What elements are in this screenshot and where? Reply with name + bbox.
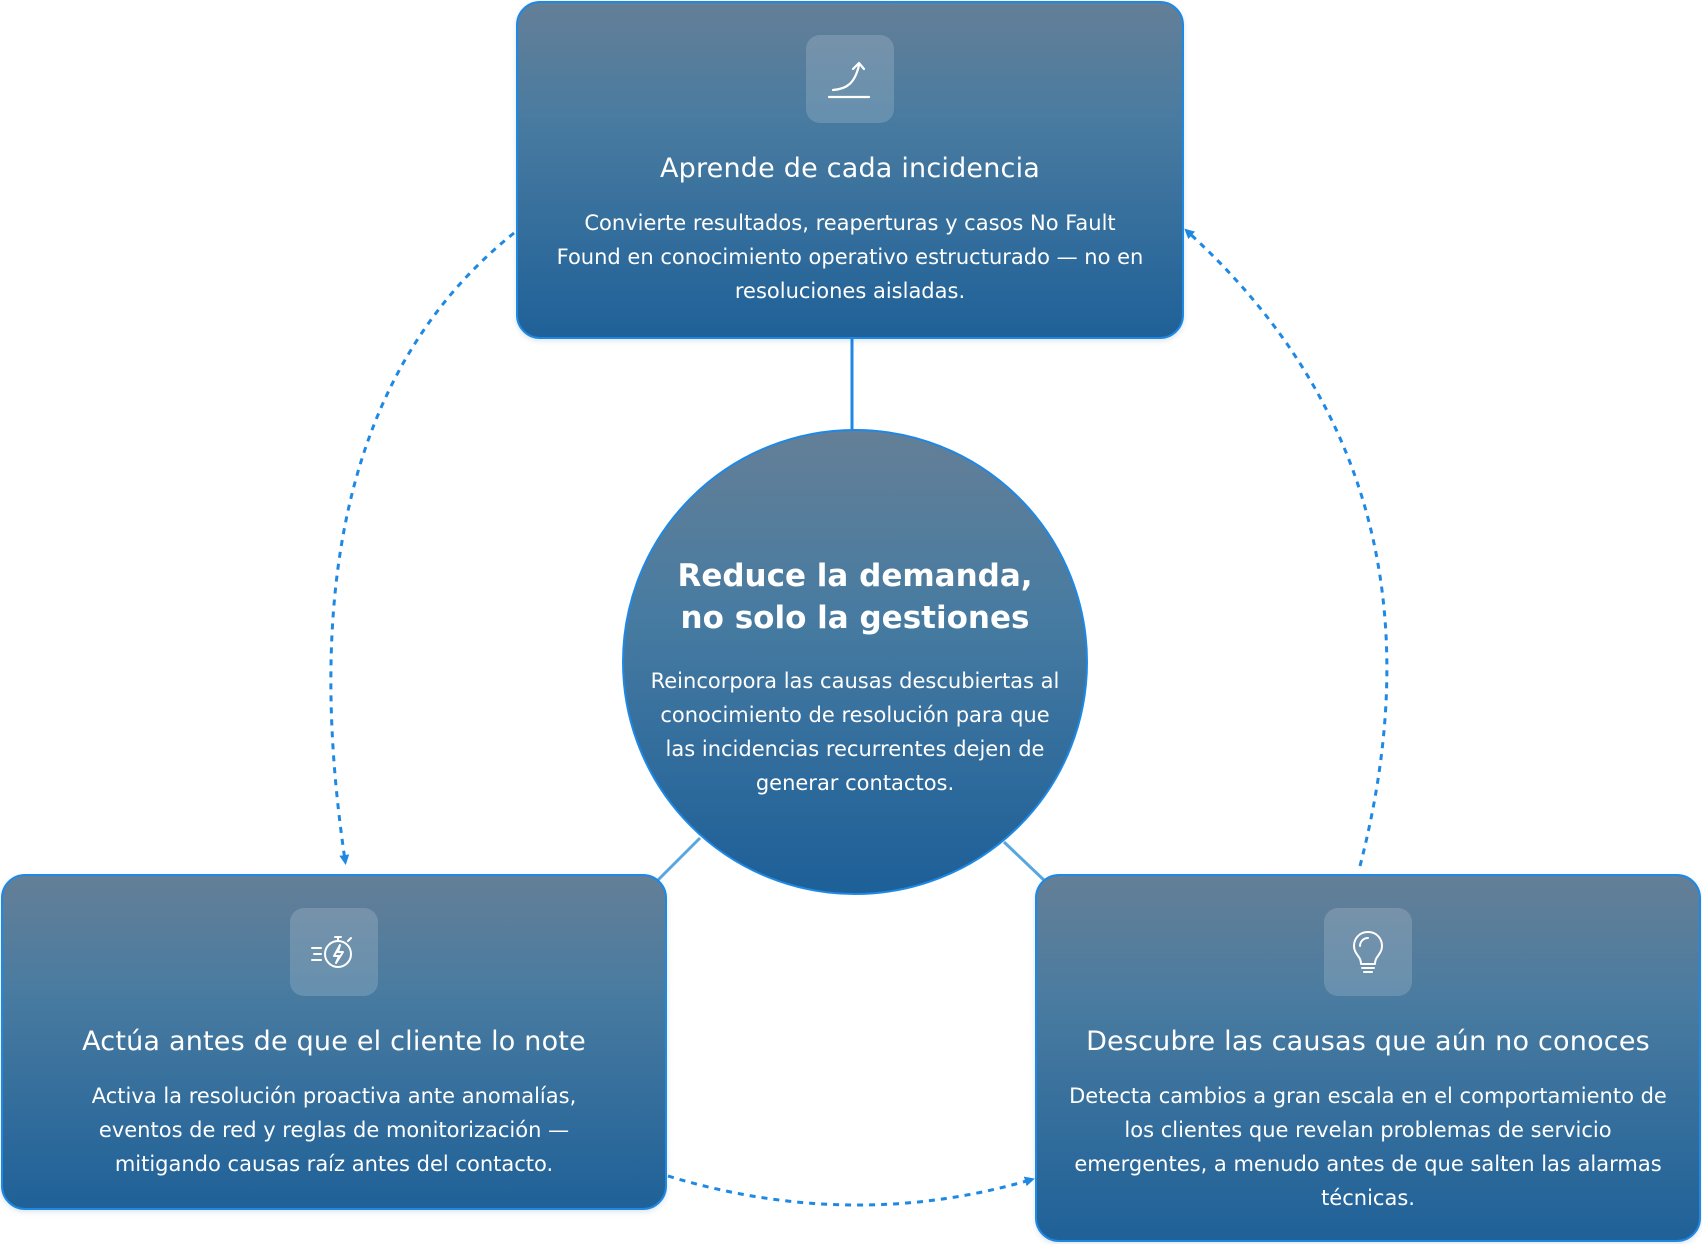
card-description: Detecta cambios a gran escala en el comp…: [1069, 1084, 1667, 1210]
card-discover-unknown-causes: Descubre las causas que aún no conoces D…: [1035, 874, 1701, 1242]
center-title-line-1: Reduce la demanda,: [677, 558, 1033, 594]
cycle-arrow-left-to-right: [667, 1174, 1035, 1207]
card-title: Aprende de cada incidencia: [659, 153, 1041, 184]
card-description: Activa la resolución proactiva ante anom…: [91, 1084, 577, 1176]
cycle-arrow-top-to-left: [329, 231, 515, 865]
spoke-to-left-card: [654, 836, 702, 884]
stopwatch-lightning-icon: [290, 908, 378, 996]
card-title: Actúa antes de que el cliente lo note: [82, 1026, 586, 1057]
cycle-arrow-right-to-top: [1184, 228, 1389, 867]
card-act-before-customer: Actúa antes de que el cliente lo note Ac…: [1, 874, 667, 1210]
card-title: Descubre las causas que aún no conoces: [1086, 1026, 1650, 1057]
card-description: Convierte resultados, reaperturas y caso…: [556, 211, 1144, 303]
card-learn-from-incidents: Aprende de cada incidencia Convierte res…: [516, 1, 1184, 339]
center-description: Reincorpora las causas descubiertas al c…: [650, 669, 1060, 795]
spoke-to-right-card: [1002, 840, 1048, 884]
growth-curve-icon: [806, 35, 894, 123]
lightbulb-icon: [1324, 908, 1412, 996]
center-title-line-2: no solo la gestiones: [680, 600, 1030, 636]
center-circle: Reduce la demanda, no solo la gestiones …: [622, 429, 1088, 895]
center-title: Reduce la demanda, no solo la gestiones: [644, 555, 1066, 639]
